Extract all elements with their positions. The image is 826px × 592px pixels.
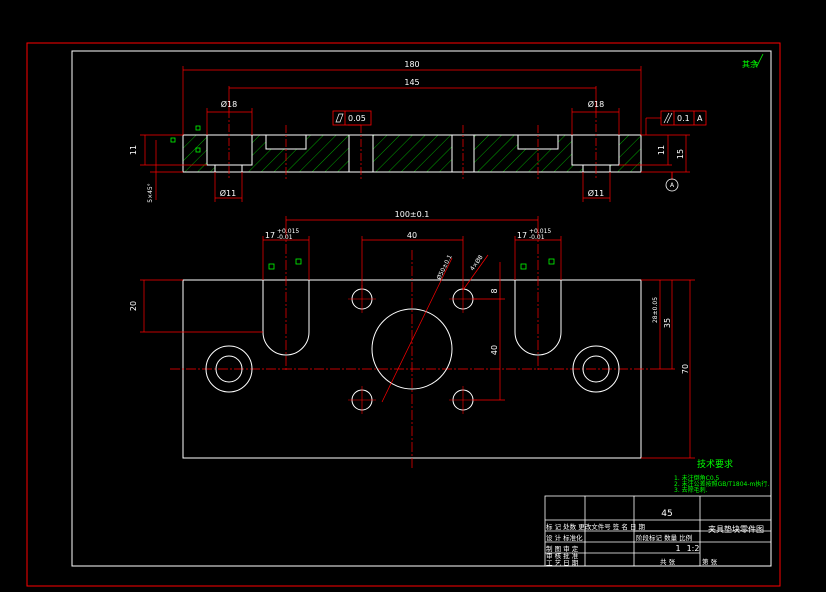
dia-top-right: Ø18 [588,99,604,109]
dim-inner: 145 [404,78,419,87]
dim-small-hole: 8 [490,288,499,293]
slot-tol-left-lower: -0.01 [277,234,293,241]
svg-text:2. 未注公差按照GB/T1804-m执行.: 2. 未注公差按照GB/T1804-m执行. [674,480,769,488]
slot-width-right: 17 [517,231,527,240]
small-holes [351,288,474,411]
front-view: 180 145 Ø18 Ø18 Ø11 Ø11 11 11 15 5×45° 0… [129,60,707,203]
dim-center-height-1: 28±0.05 [652,297,659,323]
flatness-icon [335,113,344,123]
quantity: 1 [675,544,680,553]
dim-slot-spacing: 100±0.1 [395,210,430,219]
svg-text:1. 未注倒角C0.5: 1. 未注倒角C0.5 [674,474,720,482]
dim-hole-spacing-x: 40 [407,231,417,240]
dim-overall: 180 [404,60,419,69]
row-design: 设 计 标准化 [546,533,583,542]
counterbore-holes [205,345,620,393]
dia-bottom-right: Ø11 [588,188,604,198]
inner-frame [71,50,772,567]
height-right-1: 11 [657,145,666,155]
datum-a-symbol: A [665,172,679,192]
parallelism-icon [663,112,673,124]
roughness-symbol-icon [753,53,764,67]
material: 45 [661,509,672,519]
sheet-total: 共 张 [660,557,676,566]
row-process: 工 艺 日 期 [546,559,579,567]
corner-mark: 其余 [742,59,758,69]
slot-tol-right-lower: -0.01 [529,234,545,241]
height-left: 11 [129,145,138,155]
chamfer-note: 5×45° [147,183,154,202]
dia-top-left: Ø18 [221,99,237,109]
title-block: 45 夹具垫块零件图 标 记 处数 更改文件号 签 名 日 期 设 计 标准化 … [544,495,772,567]
row-check: 审 核 批 准 [546,551,579,560]
row-draw: 制 图 审 定 [546,544,579,553]
slot-width-left: 17 [265,231,275,240]
parallelism-tolerance-frame: 0.1 A [645,110,707,135]
height-right-2: 15 [676,149,685,159]
dim-slot-depth: 20 [129,301,138,311]
slot-tol-right-upper: +0.015 [529,228,551,235]
svg-text:技术要求: 技术要求 [697,458,733,470]
row-marks: 标 记 处数 更改文件号 签 名 日 期 [546,522,645,531]
dim-center-height-2: 35 [663,318,672,328]
svg-text:3. 去除毛刺.: 3. 去除毛刺. [674,486,708,494]
slot-right [514,280,562,356]
dim-hole-spacing-y: 40 [490,345,499,355]
sheet-no: 第 张 [702,557,718,566]
flatness-tolerance-frame: 0.05 [332,110,372,126]
scale: 1:2 [687,544,700,553]
svg-text:0.1: 0.1 [677,114,690,123]
dim-big-dia: Ø50±0.1 [436,254,454,281]
slot-left [262,280,310,356]
drawing-name: 夹具垫块零件图 [708,524,764,534]
center-bore [371,308,453,390]
svg-text:A: A [670,182,675,189]
svg-text:0.05: 0.05 [348,114,366,123]
outer-frame [26,42,781,587]
slot-tol-left-upper: +0.015 [277,228,299,235]
stage-labels: 阶段标记 数量 比例 [636,533,692,542]
dim-overall-height: 70 [681,364,690,374]
top-view: 100±0.1 17 +0.015 -0.01 17 +0.015 -0.01 … [129,210,695,470]
technical-requirements: 技术要求 1. 未注倒角C0.5 2. 未注公差按照GB/T1804-m执行. … [674,458,769,494]
svg-text:A: A [697,114,703,123]
front-body-section [183,135,641,172]
dia-bottom-left: Ø11 [220,188,236,198]
